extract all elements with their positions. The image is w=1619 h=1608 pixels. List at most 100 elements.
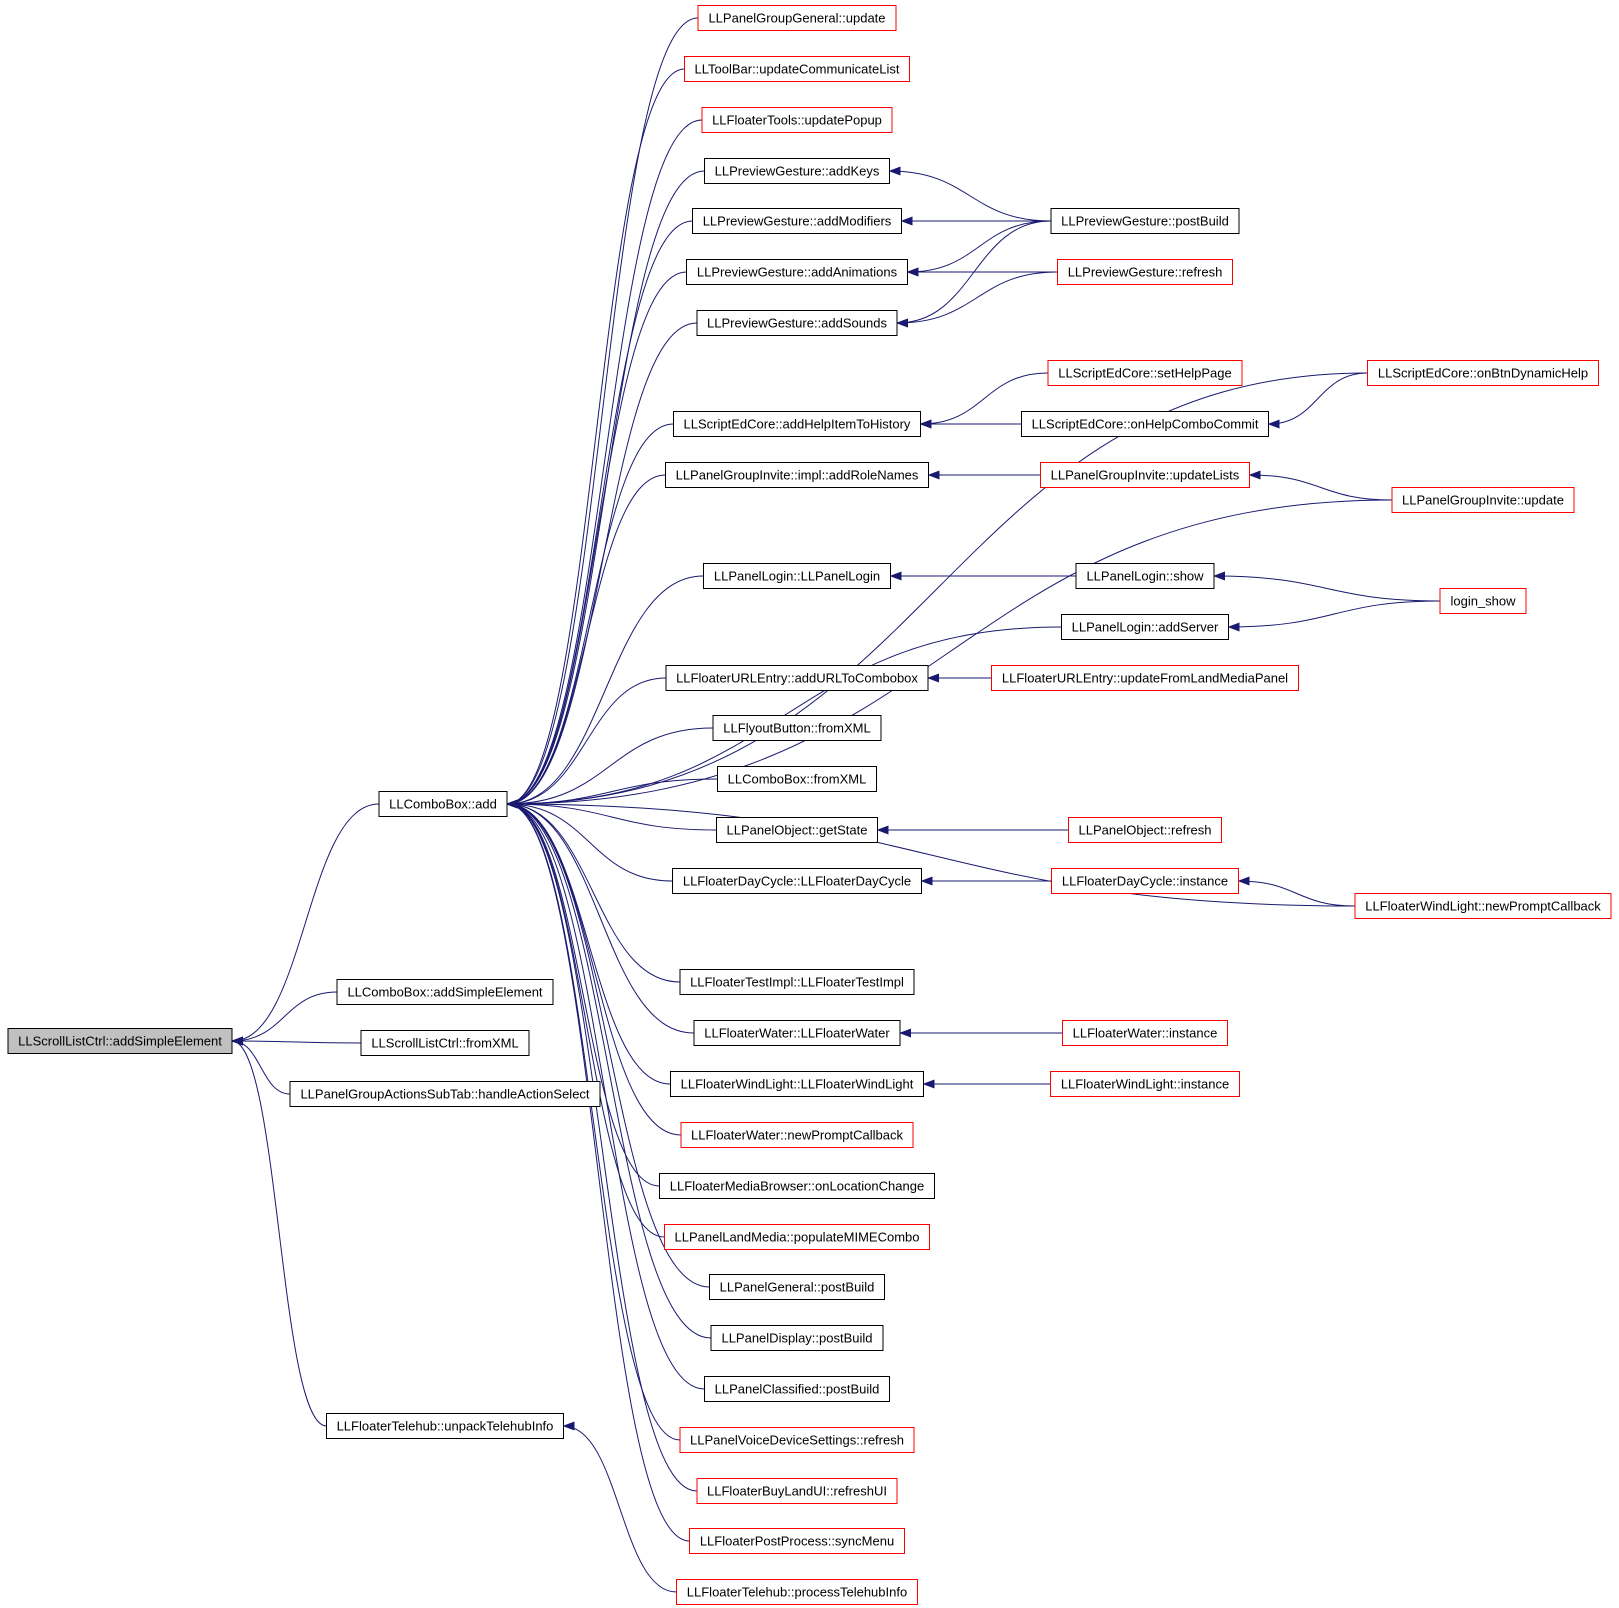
edge-n_fth_unpack-to-n_root <box>231 1036 327 1427</box>
edge-n_sec_sethelp-to-n_sec_addhelp <box>919 372 1049 429</box>
node-n-fth-unpack[interactable]: LLFloaterTelehub::unpackTelehubInfo <box>326 1413 564 1439</box>
node-label: LLFloaterDayCycle::LLFloaterDayCycle <box>683 874 911 889</box>
edge-n_plm_pop-to-n_cb_add <box>506 799 665 1238</box>
node-box <box>697 5 897 31</box>
node-n-fti-ctor[interactable]: LLFloaterTestImpl::LLFloaterTestImpl <box>679 969 915 995</box>
node-n-pg-postbuild[interactable]: LLPreviewGesture::postBuild <box>1050 208 1240 234</box>
node-box <box>709 1274 885 1300</box>
node-n-pl-show[interactable]: LLPanelLogin::show <box>1075 563 1215 589</box>
node-box <box>336 979 554 1005</box>
node-box <box>665 462 929 488</box>
node-n-po-getstate[interactable]: LLPanelObject::getState <box>716 817 878 843</box>
edge-n_fti_ctor-to-n_cb_add <box>506 799 681 983</box>
node-n-pgi-updlists[interactable]: LLPanelGroupInvite::updateLists <box>1040 462 1250 488</box>
node-n-pcls-pb[interactable]: LLPanelClassified::postBuild <box>704 1376 890 1402</box>
node-n-fw-inst[interactable]: LLFloaterWater::instance <box>1062 1020 1228 1046</box>
node-box <box>689 1528 905 1554</box>
node-label: LLScriptEdCore::setHelpPage <box>1058 366 1231 381</box>
node-n-root[interactable]: LLScrollListCtrl::addSimpleElement <box>7 1028 233 1054</box>
node-n-sec-addhelp[interactable]: LLScriptEdCore::addHelpItemToHistory <box>673 411 921 437</box>
node-box <box>686 259 908 285</box>
node-n-pl-addserver[interactable]: LLPanelLogin::addServer <box>1061 614 1229 640</box>
node-n-sec-onbtn[interactable]: LLScriptEdCore::onBtnDynamicHelp <box>1367 360 1599 386</box>
node-n-pgg-update[interactable]: LLPanelGroupGeneral::update <box>697 5 897 31</box>
node-label: LLPanelGroupActionsSubTab::handleActionS… <box>300 1087 589 1102</box>
node-box <box>710 1325 884 1351</box>
edge-n_tb_ucl-to-n_cb_add <box>506 68 685 809</box>
node-n-fwl-inst[interactable]: LLFloaterWindLight::instance <box>1050 1071 1240 1097</box>
node-n-fdc-inst[interactable]: LLFloaterDayCycle::instance <box>1051 868 1239 894</box>
node-label: LLFloaterWater::LLFloaterWater <box>704 1026 890 1041</box>
edge-n_cb_fromxml-to-n_cb_add <box>506 778 718 809</box>
node-label: LLFlyoutButton::fromXML <box>723 721 870 736</box>
node-n-fwl-npc[interactable]: LLFloaterWindLight::newPromptCallback <box>1354 893 1612 919</box>
node-n-cb-add[interactable]: LLComboBox::add <box>378 791 508 817</box>
edge-n_pgi_update-to-n_pgi_updlists <box>1248 470 1393 501</box>
node-label: LLComboBox::addSimpleElement <box>347 985 542 1000</box>
node-label: LLPanelGroupInvite::update <box>1402 493 1564 508</box>
edge-n_fwl_ctor-to-n_cb_add <box>506 799 671 1085</box>
node-n-pgast[interactable]: LLPanelGroupActionsSubTab::handleActionS… <box>289 1081 601 1107</box>
node-label: LLFloaterPostProcess::syncMenu <box>700 1534 894 1549</box>
node-box <box>1050 208 1240 234</box>
node-label: LLFloaterTelehub::processTelehubInfo <box>687 1585 907 1600</box>
node-n-pgi-update[interactable]: LLPanelGroupInvite::update <box>1391 487 1575 513</box>
edge-n_login_show-to-n_pl_show <box>1213 571 1441 602</box>
node-n-fdc-ctor[interactable]: LLFloaterDayCycle::LLFloaterDayCycle <box>672 868 922 894</box>
node-n-login-show[interactable]: login_show <box>1439 588 1527 614</box>
node-box <box>1354 893 1612 919</box>
node-box <box>701 107 893 133</box>
node-box <box>696 1478 898 1504</box>
node-n-fue-add[interactable]: LLFloaterURLEntry::addURLToCombobox <box>665 665 929 691</box>
node-n-cb-fromxml[interactable]: LLComboBox::fromXML <box>717 766 877 792</box>
node-n-plm-pop[interactable]: LLPanelLandMedia::populateMIMECombo <box>664 1224 930 1250</box>
node-n-fue-upd[interactable]: LLFloaterURLEntry::updateFromLandMediaPa… <box>991 665 1299 691</box>
node-box <box>704 1376 890 1402</box>
edge-n_fdc_ctor-to-n_cb_add <box>506 799 673 882</box>
node-n-pg-addsnd[interactable]: LLPreviewGesture::addSounds <box>696 310 898 336</box>
node-n-fwl-ctor[interactable]: LLFloaterWindLight::LLFloaterWindLight <box>670 1071 924 1097</box>
edge-n_pgast-to-n_root <box>231 1036 291 1095</box>
node-n-fb-fromxml[interactable]: LLFlyoutButton::fromXML <box>712 715 882 741</box>
node-n-po-refresh[interactable]: LLPanelObject::refresh <box>1068 817 1222 843</box>
node-n-sec-sethelp[interactable]: LLScriptEdCore::setHelpPage <box>1047 360 1243 386</box>
node-n-tb-ucl[interactable]: LLToolBar::updateCommunicateList <box>684 56 910 82</box>
node-label: LLPreviewGesture::postBuild <box>1061 214 1229 229</box>
edge-n_sec_onbtn-to-n_cb_add <box>506 372 1368 809</box>
node-n-fblu-ref[interactable]: LLFloaterBuyLandUI::refreshUI <box>696 1478 898 1504</box>
node-box <box>684 56 910 82</box>
node-n-pgi-addrole[interactable]: LLPanelGroupInvite::impl::addRoleNames <box>665 462 929 488</box>
node-n-fw-ctor[interactable]: LLFloaterWater::LLFloaterWater <box>693 1020 901 1046</box>
node-n-fmb-loc[interactable]: LLFloaterMediaBrowser::onLocationChange <box>659 1173 935 1199</box>
edge-n_fue_add-to-n_cb_add <box>506 677 667 809</box>
node-n-pvds-ref[interactable]: LLPanelVoiceDeviceSettings::refresh <box>679 1427 915 1453</box>
node-n-pg-addmod[interactable]: LLPreviewGesture::addModifiers <box>692 208 902 234</box>
node-n-ft-up[interactable]: LLFloaterTools::updatePopup <box>701 107 893 133</box>
edge-n_fth_proc-to-n_fth_unpack <box>562 1421 677 1593</box>
node-n-sec-onhelpcb[interactable]: LLScriptEdCore::onHelpComboCommit <box>1021 411 1269 437</box>
node-n-pgen-pb[interactable]: LLPanelGeneral::postBuild <box>709 1274 885 1300</box>
node-n-pg-refresh[interactable]: LLPreviewGesture::refresh <box>1057 259 1233 285</box>
node-n-cb-addse[interactable]: LLComboBox::addSimpleElement <box>336 979 554 1005</box>
node-label: LLPreviewGesture::addSounds <box>707 316 887 331</box>
node-label: LLFloaterWater::instance <box>1073 1026 1218 1041</box>
edge-n_fw_npc-to-n_cb_add <box>506 799 682 1136</box>
edge-n_sec_onbtn-to-n_sec_onhelpcb <box>1267 372 1368 429</box>
node-n-fpp-sync[interactable]: LLFloaterPostProcess::syncMenu <box>689 1528 905 1554</box>
node-n-pdisp-pb[interactable]: LLPanelDisplay::postBuild <box>710 1325 884 1351</box>
node-n-pl-ctor[interactable]: LLPanelLogin::LLPanelLogin <box>703 563 891 589</box>
node-n-pg-addanim[interactable]: LLPreviewGesture::addAnimations <box>686 259 908 285</box>
node-box <box>673 411 921 437</box>
node-box <box>692 208 902 234</box>
node-n-pg-addkeys[interactable]: LLPreviewGesture::addKeys <box>704 158 890 184</box>
node-box <box>1057 259 1233 285</box>
node-box <box>680 1122 914 1148</box>
node-n-fth-proc[interactable]: LLFloaterTelehub::processTelehubInfo <box>676 1579 918 1605</box>
node-label: LLComboBox::add <box>389 797 497 812</box>
node-n-slc-fromxml[interactable]: LLScrollListCtrl::fromXML <box>360 1030 530 1056</box>
edge-n_pl_ctor-to-n_cb_add <box>506 575 704 809</box>
node-n-fw-npc[interactable]: LLFloaterWater::newPromptCallback <box>680 1122 914 1148</box>
node-box <box>676 1579 918 1605</box>
edge-n_fwl_npc-to-n_cb_add <box>506 799 1356 907</box>
